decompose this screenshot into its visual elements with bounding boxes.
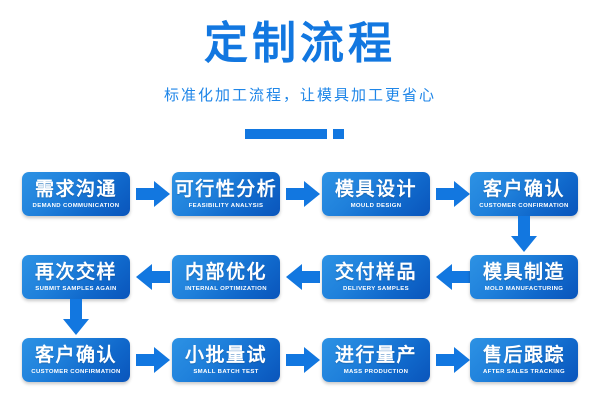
header-divider	[0, 128, 600, 140]
flow-step-label-cn: 模具设计	[334, 177, 417, 200]
flow-step-label-cn: 交付样品	[334, 260, 417, 283]
arrow-down-icon	[63, 299, 89, 335]
flow-step-label-en: MOULD DESIGN	[350, 202, 402, 209]
flow-step-label-en: SUBMIT SAMPLES AGAIN	[35, 285, 117, 292]
flow-step-internal-optimization[interactable]: 内部优化 INTERNAL OPTIMIZATION	[172, 255, 280, 299]
arrow-left-icon	[436, 264, 470, 290]
flow-step-customer-confirmation-1[interactable]: 客户确认 CUSTOMER CONFIRMATION	[470, 172, 578, 216]
flow-step-label-cn: 内部优化	[184, 260, 267, 283]
flow-step-label-en: FEASIBILITY ANALYSIS	[188, 202, 264, 209]
flow-step-label-cn: 进行量产	[334, 343, 417, 366]
flow-step-demand-communication[interactable]: 需求沟通 DEMAND COMMUNICATION	[22, 172, 130, 216]
flow-step-label-cn: 客户确认	[482, 177, 565, 200]
flow-step-label-cn: 再次交样	[34, 260, 117, 283]
flow-step-mold-manufacturing[interactable]: 模具制造 MOLD MANUFACTURING	[470, 255, 578, 299]
flow-step-submit-samples-again[interactable]: 再次交样 SUBMIT SAMPLES AGAIN	[22, 255, 130, 299]
flow-step-label-en: INTERNAL OPTIMIZATION	[185, 285, 267, 292]
flow-step-customer-confirmation-2[interactable]: 客户确认 CUSTOMER CONFIRMATION	[22, 338, 130, 382]
arrow-right-icon	[436, 347, 470, 373]
flow-step-label-cn: 需求沟通	[34, 177, 117, 200]
arrow-left-icon	[286, 264, 320, 290]
flow-step-label-en: MASS PRODUCTION	[343, 368, 409, 375]
flow-step-label-cn: 模具制造	[482, 260, 565, 283]
flow-step-label-en: SMALL BATCH TEST	[193, 368, 259, 375]
flow-step-label-en: DELIVERY SAMPLES	[343, 285, 409, 292]
arrow-right-icon	[286, 347, 320, 373]
flow-step-label-en: CUSTOMER CONFIRMATION	[479, 202, 569, 209]
flow-step-label-en: CUSTOMER CONFIRMATION	[31, 368, 121, 375]
flow-step-after-sales-tracking[interactable]: 售后跟踪 AFTER SALES TRACKING	[470, 338, 578, 382]
flow-step-feasibility-analysis[interactable]: 可行性分析 FEASIBILITY ANALYSIS	[172, 172, 280, 216]
flow-step-label-cn: 售后跟踪	[482, 343, 565, 366]
flow-step-label-cn: 可行性分析	[174, 177, 278, 200]
arrow-right-icon	[286, 181, 320, 207]
flow-step-label-en: DEMAND COMMUNICATION	[32, 202, 120, 209]
header: 定制流程 标准化加工流程，让模具加工更省心	[0, 0, 600, 150]
page-subtitle: 标准化加工流程，让模具加工更省心	[163, 86, 436, 104]
arrow-right-icon	[436, 181, 470, 207]
arrow-left-icon	[136, 264, 170, 290]
flow-step-delivery-samples[interactable]: 交付样品 DELIVERY SAMPLES	[322, 255, 430, 299]
flow-step-label-en: MOLD MANUFACTURING	[484, 285, 564, 292]
flow-step-label-cn: 客户确认	[34, 343, 117, 366]
arrow-right-icon	[136, 347, 170, 373]
arrow-right-icon	[136, 181, 170, 207]
divider-square	[333, 129, 344, 139]
divider-bar	[245, 129, 327, 139]
arrow-down-icon	[511, 216, 537, 252]
flow-step-small-batch-test[interactable]: 小批量试 SMALL BATCH TEST	[172, 338, 280, 382]
flow-step-mould-design[interactable]: 模具设计 MOULD DESIGN	[322, 172, 430, 216]
flow-step-mass-production[interactable]: 进行量产 MASS PRODUCTION	[322, 338, 430, 382]
page-title: 定制流程	[204, 18, 396, 69]
flow-step-label-en: AFTER SALES TRACKING	[483, 368, 565, 375]
flow-step-label-cn: 小批量试	[184, 343, 267, 366]
